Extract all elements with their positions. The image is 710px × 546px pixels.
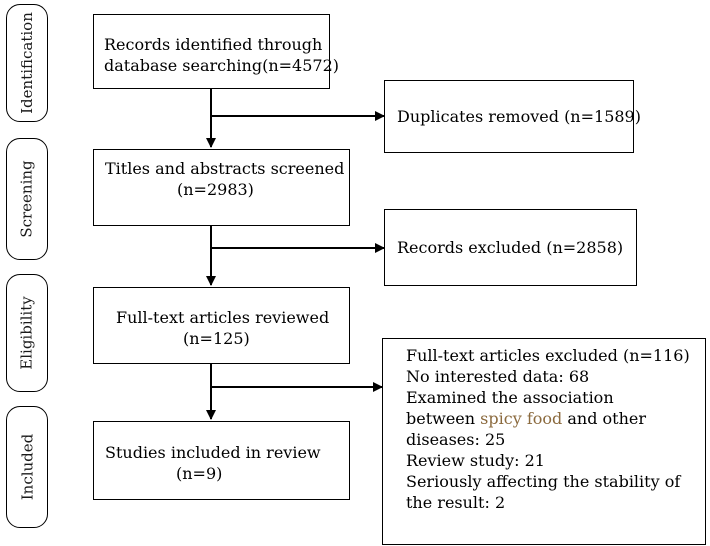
- stage-identification-label: Identification: [18, 12, 37, 114]
- studies-included-line1: Studies included in review: [105, 443, 321, 462]
- reason-stability-line2: the result: 2: [406, 493, 506, 512]
- fulltext-reviewed-box: Full-text articles reviewed (n=125): [93, 287, 350, 364]
- stage-identification: Identification: [6, 4, 48, 122]
- reason-stability-line1: Seriously affecting the stability of: [406, 472, 681, 491]
- stage-eligibility: Eligibility: [6, 274, 48, 392]
- reason-examined-line1: Examined the association: [406, 388, 614, 407]
- titles-screened-line1: Titles and abstracts screened: [105, 159, 345, 178]
- reason-review-study: Review study: 21: [406, 451, 545, 470]
- reason-examined-line2-pre: between: [406, 409, 481, 428]
- stage-eligibility-label: Eligibility: [18, 296, 37, 370]
- titles-screened-line2: (n=2983): [177, 180, 254, 199]
- stage-included-label: Included: [18, 433, 36, 501]
- reason-examined-line2-post: and other: [562, 409, 647, 428]
- duplicates-removed-box: Duplicates removed (n=1589): [384, 80, 641, 153]
- fulltext-reviewed-line2: (n=125): [183, 329, 250, 348]
- reason-no-interested-data: No interested data: 68: [406, 367, 590, 386]
- reason-examined-highlight: spicy food: [480, 409, 563, 428]
- fulltext-excluded-box: Full-text articles excluded (n=116) No i…: [382, 338, 706, 545]
- stage-screening: Screening: [6, 138, 48, 260]
- reason-examined-line2: between spicy food and other: [406, 408, 705, 429]
- duplicates-removed-text: Duplicates removed (n=1589): [397, 107, 641, 126]
- records-excluded-text: Records excluded (n=2858): [397, 238, 624, 257]
- titles-screened-box: Titles and abstracts screened (n=2983): [93, 149, 350, 226]
- stage-included: Included: [6, 406, 48, 528]
- records-identified-line2: database searching(n=4572): [104, 56, 340, 75]
- fulltext-reviewed-line1: Full-text articles reviewed: [116, 308, 330, 327]
- records-identified-box: Records identified through database sear…: [93, 14, 340, 89]
- stage-screening-label: Screening: [18, 160, 37, 238]
- studies-included-box: Studies included in review (n=9): [93, 421, 350, 500]
- studies-included-line2: (n=9): [176, 464, 223, 483]
- fulltext-excluded-heading: Full-text articles excluded (n=116): [406, 346, 690, 365]
- records-excluded-box: Records excluded (n=2858): [384, 209, 637, 286]
- reason-examined-line3: diseases: 25: [406, 430, 506, 449]
- records-identified-line1: Records identified through: [104, 35, 323, 54]
